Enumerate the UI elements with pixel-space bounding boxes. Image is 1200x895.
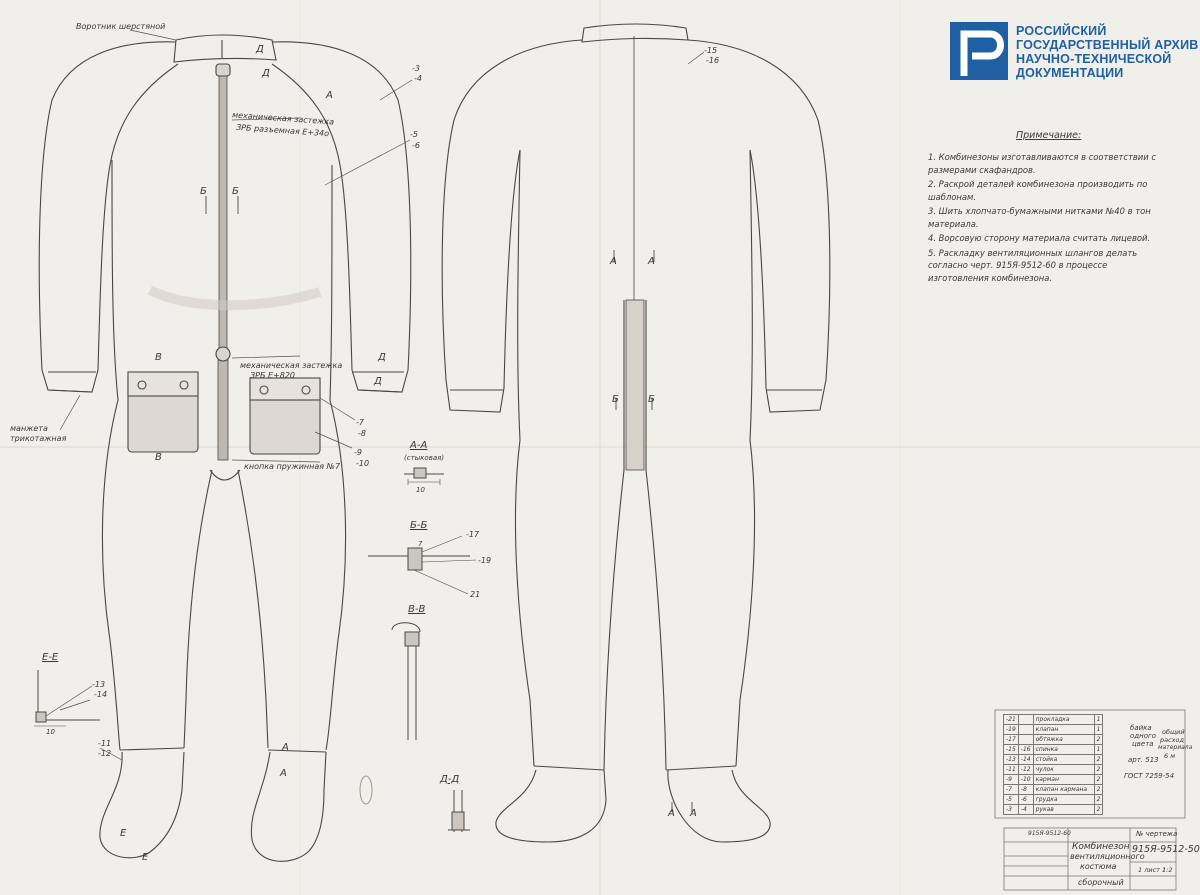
letter-e-1: Е xyxy=(120,828,127,839)
ref-6: -6 xyxy=(412,141,420,150)
ref-17: -17 xyxy=(466,530,480,539)
ref-11: -11 xyxy=(98,739,112,748)
title-drawing-no: 915Я-9512-50 xyxy=(1132,844,1200,855)
ref-9: -9 xyxy=(354,448,362,457)
letter-v-2: В xyxy=(155,452,162,463)
title-name-1: Комбинезон xyxy=(1072,842,1130,852)
label-button: кнопка пружинная №7 xyxy=(244,462,341,471)
material-art: арт. 513 xyxy=(1128,756,1159,764)
ref-12: -12 xyxy=(98,749,112,758)
total-1: общий xyxy=(1162,728,1185,736)
label-zipper-bottom: механическая застежка xyxy=(240,361,343,370)
letter-a-2: А xyxy=(282,742,289,753)
ref-16: -16 xyxy=(706,56,720,65)
note-5: 5. Раскладку вентиляционных шлангов дела… xyxy=(928,247,1138,283)
section-aa-title: А-А xyxy=(410,440,428,451)
title-drawing-no-label: № чертежа xyxy=(1136,830,1178,838)
label-collar: Воротник шерстяной xyxy=(76,22,166,31)
title-name-2: вентиляционного xyxy=(1070,852,1145,861)
note-4: 4. Ворсовую сторону материала считать ли… xyxy=(928,233,1151,243)
back-view xyxy=(441,23,831,843)
notes-block: Примечание: 1. Комбинезоны изготавливают… xyxy=(928,130,1168,286)
note-2: 2. Раскрой деталей комбинезона производи… xyxy=(928,179,1148,202)
ref-5: -5 xyxy=(410,130,418,139)
archive-logo-glyph xyxy=(950,22,1008,80)
material-2: одного xyxy=(1130,732,1156,740)
section-aa-subtitle: (стыковая) xyxy=(404,454,445,462)
ref-19: -19 xyxy=(478,556,492,565)
letter-b-1: Б xyxy=(200,186,207,197)
letter-a-back-2: А xyxy=(648,256,655,267)
label-cuff-2: трикотажная xyxy=(10,434,67,443)
letter-b-back-2: Б xyxy=(648,394,655,405)
letter-d-3: Д xyxy=(378,352,386,363)
letter-a-back-4: А xyxy=(690,808,697,819)
archive-logo: РОССИЙСКИЙ ГОСУДАРСТВЕННЫЙ АРХИВ НАУЧНО-… xyxy=(950,22,1198,82)
dim-7: 7 xyxy=(418,540,423,548)
total-2: расход xyxy=(1160,736,1185,744)
letter-a-1: А xyxy=(326,90,333,101)
section-details xyxy=(34,467,477,832)
dim-10-e: 10 xyxy=(46,728,55,736)
title-kind: сборочный xyxy=(1078,878,1124,887)
total-3: материала xyxy=(1158,744,1193,751)
title-scale: 1:2 xyxy=(1162,866,1173,874)
note-3: 3. Шить хлопчато-бумажными нитками №40 в… xyxy=(928,206,1151,229)
ref-10: -10 xyxy=(356,459,370,468)
label-zipper-bottom-spec: ЗРБ Е+820 xyxy=(250,371,296,380)
notes-title: Примечание: xyxy=(1016,130,1082,141)
dim-10-a: 10 xyxy=(416,486,425,494)
ref-4: -4 xyxy=(414,74,422,83)
letter-a-back-3: А xyxy=(668,808,675,819)
note-1: 1. Комбинезоны изготавливаются в соответ… xyxy=(928,152,1156,175)
ref-8: -8 xyxy=(358,429,366,438)
section-bb-title: Б-Б xyxy=(410,520,428,531)
ref-13: -13 xyxy=(92,680,106,689)
front-view xyxy=(38,34,412,862)
title-name-3: костюма xyxy=(1080,862,1117,871)
table-frames xyxy=(994,709,1186,891)
ref-3: -3 xyxy=(412,64,420,73)
archive-logo-text: РОССИЙСКИЙ ГОСУДАРСТВЕННЫЙ АРХИВ НАУЧНО-… xyxy=(1016,24,1199,80)
ref-15: -15 xyxy=(704,46,718,55)
label-cuff: манжета xyxy=(10,424,48,433)
material-1: байка xyxy=(1130,724,1152,732)
material-gost: ГОСТ 7259-54 xyxy=(1124,772,1175,780)
letter-d-1: Д xyxy=(256,44,264,55)
title-code-small: 915Я-9512-60 xyxy=(1028,830,1071,837)
material-3: цвета xyxy=(1132,740,1154,748)
section-vv-title: В-В xyxy=(408,604,426,615)
letter-e-2: Е xyxy=(142,852,149,863)
letter-d-4: Д xyxy=(374,376,382,387)
letter-d-2: Д xyxy=(262,68,270,79)
title-sheets: 1 лист 1 xyxy=(1138,866,1167,874)
letter-a-back-1: А xyxy=(610,256,617,267)
letter-b-back-1: Б xyxy=(612,394,619,405)
letter-a-3: А xyxy=(280,768,287,779)
ref-14: -14 xyxy=(94,690,108,699)
section-ee-title: Е-Е xyxy=(42,652,59,663)
total-4: 6 м xyxy=(1164,752,1176,760)
letter-b-2: Б xyxy=(232,186,239,197)
section-dd-title: Д-Д xyxy=(440,774,460,785)
letter-v-1: В xyxy=(155,352,162,363)
ref-7: -7 xyxy=(356,418,364,427)
ref-21: 21 xyxy=(470,590,481,599)
